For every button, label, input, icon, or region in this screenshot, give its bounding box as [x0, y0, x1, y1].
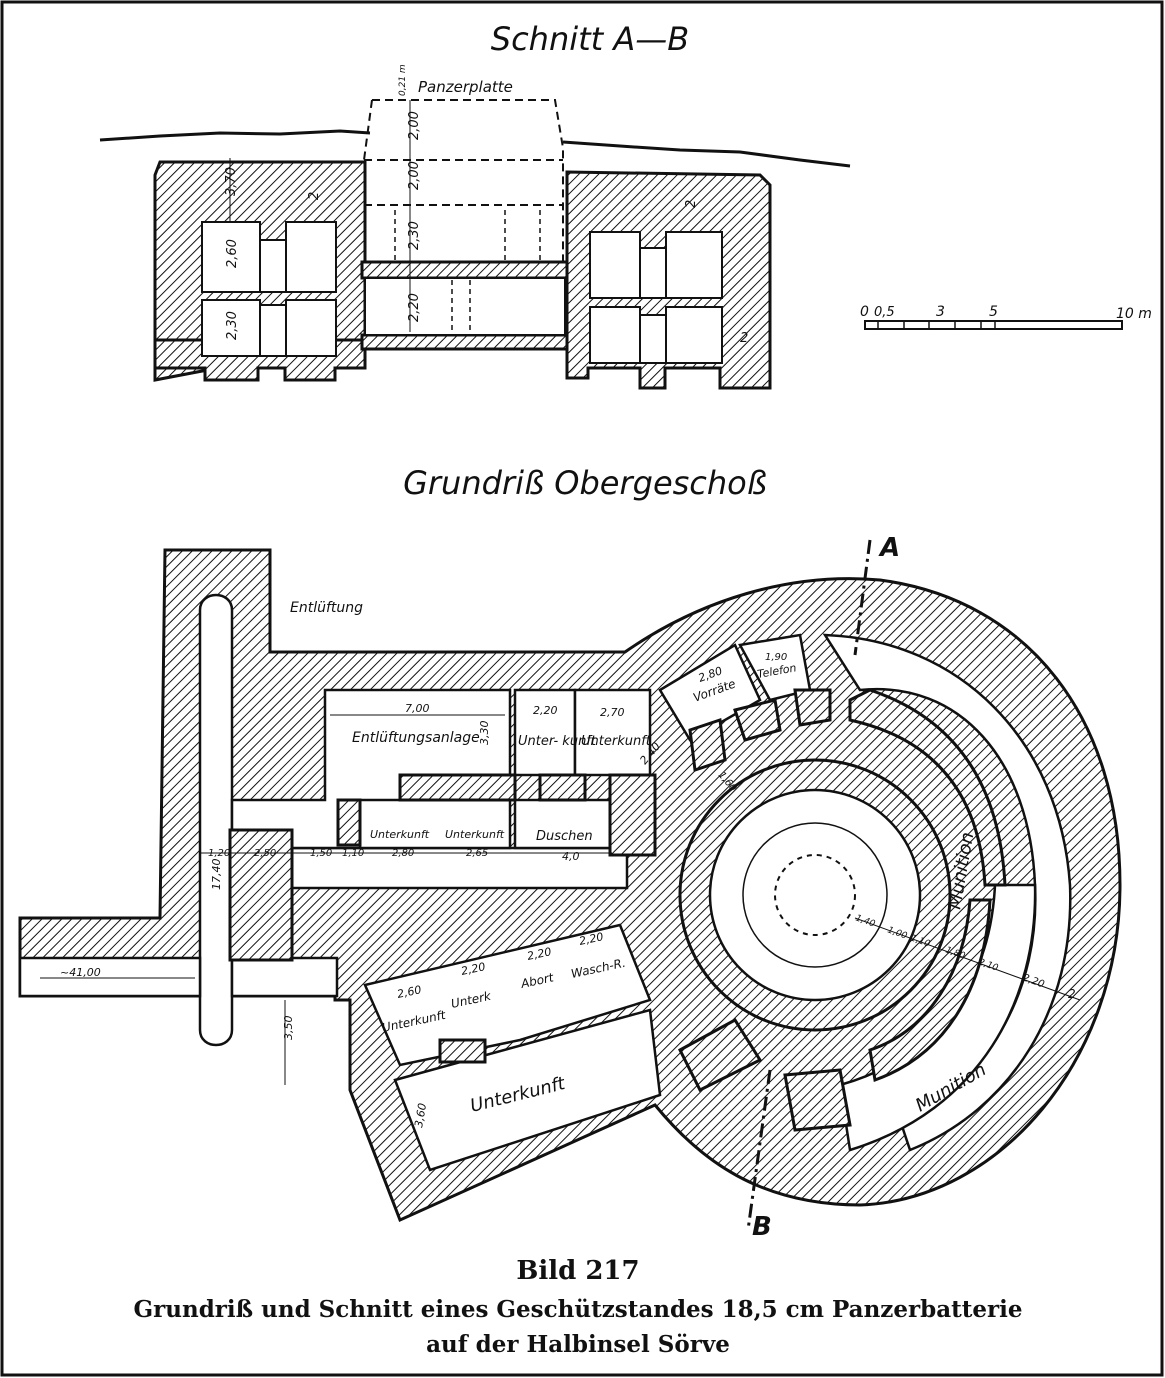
dim-label: 1,50: [310, 848, 332, 859]
scale-tick-label: 5: [989, 304, 998, 320]
plan-interior: [18, 593, 812, 1172]
dim-label: 1,90: [765, 652, 787, 663]
partition-blocks: [228, 688, 1007, 1132]
dim-label: 2,20: [526, 945, 553, 963]
section-middle-floor: [360, 333, 569, 351]
section-room: [589, 306, 641, 364]
dim-label: 2,20: [460, 960, 487, 978]
dim-label: 2,50: [254, 848, 276, 859]
section-room: [589, 231, 641, 299]
dim-label: 2: [307, 192, 322, 200]
room-unterkunft-2: [573, 688, 652, 777]
section-room: [639, 314, 667, 364]
dim-label: 2,30: [225, 311, 240, 340]
dim-label: 4,0: [562, 850, 580, 863]
ammo-gallery-upper: [822, 633, 1072, 1152]
caption-line-1: Grundriß und Schnitt eines Geschützstand…: [134, 1296, 1023, 1323]
section-room: [665, 306, 723, 364]
scale-tick-label: 0,5: [874, 305, 895, 320]
section-title: Schnitt A—B: [491, 20, 689, 58]
dim-label: 7,00: [405, 702, 430, 715]
section-middle-slab: [360, 260, 569, 280]
dim-label: 2,00: [407, 161, 422, 190]
plan-dimensions: 7,00 3,30 2,20 2,70 2,80 1,90 2,40 1,60 …: [40, 652, 1081, 1129]
turret-gun-circle: [774, 854, 856, 936]
entry-corridor-2: [230, 956, 339, 998]
dim-label: ~41,00: [60, 966, 101, 979]
section-room: [259, 304, 287, 357]
caption-line-2: auf der Halbinsel Sörve: [426, 1331, 730, 1358]
room-unterkunft-1: [513, 688, 577, 777]
dim-label: 1,20: [208, 848, 230, 859]
dim-label: 2,20: [578, 930, 605, 948]
dim-label: 2,20: [533, 704, 558, 717]
lower-rooms: [363, 923, 652, 1067]
scale-tick-label: 3: [936, 304, 945, 320]
scale-tick-label: 10 m: [1116, 306, 1152, 322]
dim-label: 2,60: [225, 239, 240, 268]
room-vorraete: [658, 643, 762, 742]
room-unterkunft-3: [358, 798, 512, 850]
dim-label: 3,70: [224, 167, 239, 196]
room-label: Entlüftung: [290, 600, 363, 616]
section-room: [201, 221, 261, 293]
dim-label: 2: [1068, 987, 1076, 1001]
figure-number: Bild 217: [516, 1256, 639, 1286]
dim-label: 3,50: [282, 1016, 295, 1041]
section-dimensions: 3,70 2,60 2,30 2,00 2,00 2,30 2,20 2 2 2: [224, 100, 748, 346]
entry-corridor: [18, 956, 202, 998]
scale-tick-label: 0: [860, 304, 869, 320]
dim-label: 2: [684, 200, 699, 208]
room-label: Unterkunft: [581, 734, 652, 749]
room-label: Unterkunft: [370, 828, 430, 841]
room-label: Entlüftungsanlage: [352, 730, 480, 746]
armor-plate-outline: [363, 99, 564, 262]
armor-label: Panzerplatte: [418, 78, 513, 96]
dim-label: 17,40: [210, 859, 223, 891]
section-middle-room: [364, 277, 566, 336]
dim-label: 2,65: [466, 848, 488, 859]
ventilation-shaft: [198, 593, 234, 1047]
dim-label: 2,30: [407, 221, 422, 250]
cut-line: [853, 539, 872, 656]
section-room: [639, 247, 667, 299]
section-room: [665, 231, 723, 299]
dim-label: 3,30: [478, 721, 491, 746]
room-unterkunft-big: [393, 1008, 662, 1172]
room-label: Unterkunft: [445, 828, 505, 841]
dim-label: 2: [740, 331, 748, 346]
dim-label: 2,60: [396, 983, 423, 1001]
room-label: Duschen: [536, 829, 593, 844]
dim-label: 3,60: [412, 1102, 429, 1128]
ground-line: [99, 129, 851, 168]
plan-title: Grundriß Obergeschoß: [403, 464, 767, 502]
section-room: [259, 239, 287, 293]
dim-label: 2,20: [407, 293, 422, 322]
room-label: Unter- kunft: [518, 734, 597, 749]
dim-label: 2,70: [600, 706, 625, 719]
armor-thickness: 0,21 m: [398, 64, 408, 96]
scale-bar: 0 0,5 3 5 10 m: [860, 304, 1152, 330]
cut-label-b: B: [752, 1212, 772, 1242]
turret-well: [742, 822, 888, 968]
section-room: [285, 221, 337, 293]
cut-label-a: A: [878, 533, 900, 563]
section-room: [285, 299, 337, 357]
dim-label: 1,10: [342, 848, 364, 859]
dim-label: 2,00: [407, 111, 422, 140]
dim-label: 2,80: [392, 848, 414, 859]
